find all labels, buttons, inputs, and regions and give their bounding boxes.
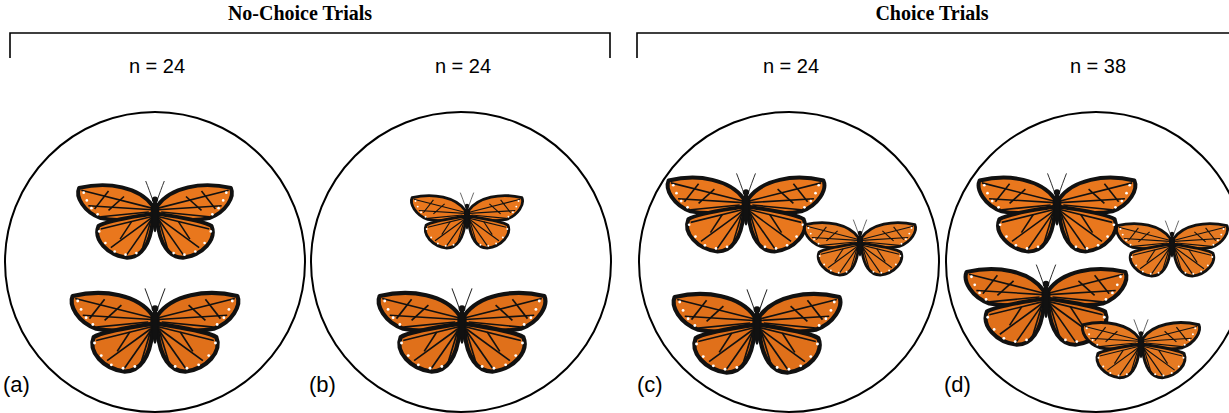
arena-circle bbox=[4, 111, 306, 413]
arena-circle bbox=[638, 111, 940, 413]
butterfly-illustration bbox=[1082, 319, 1199, 377]
group-heading: No-Choice Trials bbox=[228, 1, 372, 25]
sample-size: n = 24 bbox=[435, 54, 491, 78]
group-heading: Choice Trials bbox=[875, 1, 988, 25]
trial-arena: n = 24(a) bbox=[4, 111, 306, 413]
panel-letter: (a) bbox=[3, 372, 30, 398]
sample-size: n = 24 bbox=[763, 54, 819, 78]
bracket-line bbox=[637, 33, 1229, 58]
butterfly-illustration bbox=[379, 288, 546, 371]
trial-arena: n = 38(d) bbox=[945, 111, 1229, 413]
butterfly-illustration bbox=[1116, 221, 1227, 276]
panel-letter: (b) bbox=[309, 372, 336, 398]
sample-size: n = 24 bbox=[129, 54, 185, 78]
bracket-line bbox=[10, 33, 610, 58]
butterfly-illustration bbox=[78, 181, 232, 258]
trial-arena: n = 24(c) bbox=[638, 111, 940, 413]
butterfly-illustration bbox=[804, 220, 915, 275]
panel-letter: (d) bbox=[944, 372, 971, 398]
sample-size: n = 38 bbox=[1070, 54, 1126, 78]
butterfly-illustration bbox=[668, 173, 825, 251]
butterfly-illustration bbox=[674, 289, 841, 372]
panel-letter: (c) bbox=[637, 372, 663, 398]
butterfly-illustration bbox=[72, 288, 239, 371]
butterfly-illustration bbox=[411, 193, 522, 248]
butterfly-illustration bbox=[979, 173, 1136, 251]
arena-circle bbox=[945, 111, 1229, 413]
trial-arena: n = 24(b) bbox=[310, 111, 612, 413]
arena-circle bbox=[310, 111, 612, 413]
